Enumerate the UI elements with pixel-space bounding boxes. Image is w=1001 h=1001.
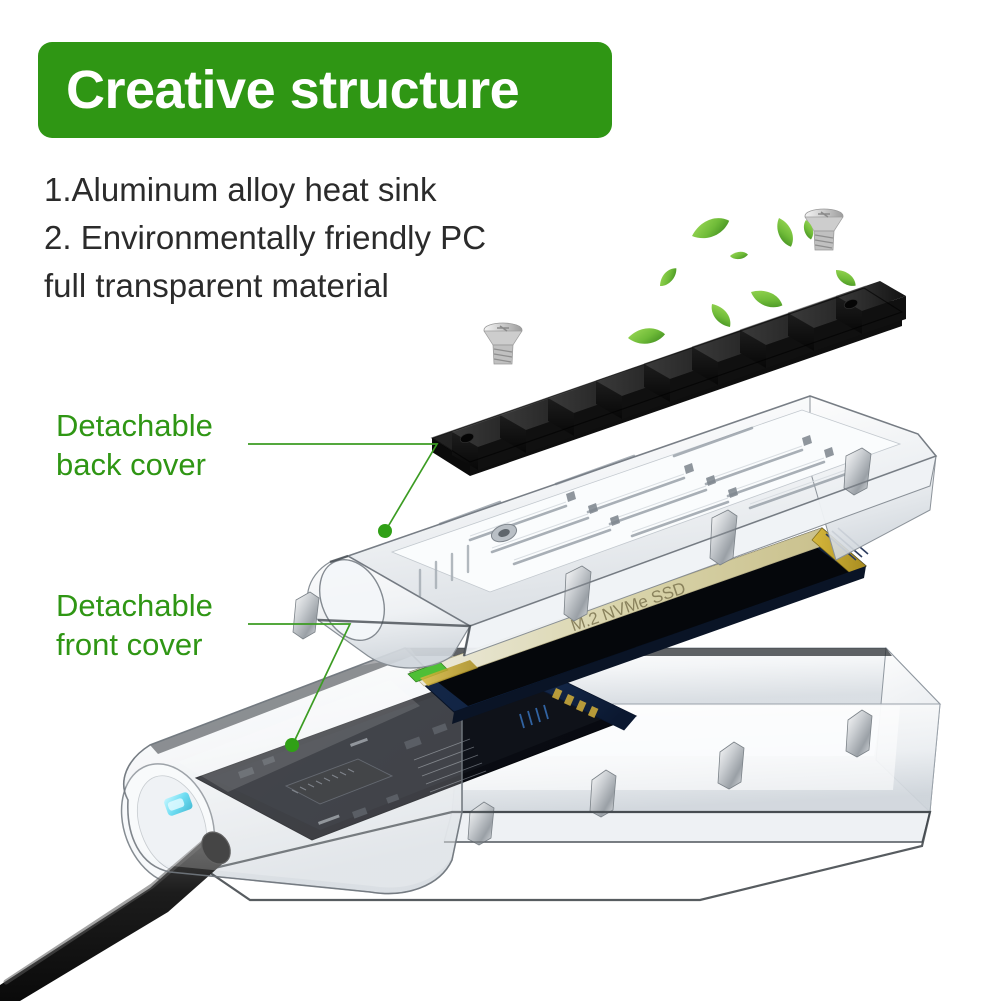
green-leaves xyxy=(628,218,856,344)
front-cover-glass xyxy=(125,648,462,888)
callout-front-cover-line1: Detachable xyxy=(56,588,213,623)
vent-slots xyxy=(438,426,848,566)
callout-endpoint-dots xyxy=(285,524,392,752)
front-cover-base-enclosure xyxy=(120,646,942,902)
feature-line-3: full transparent material xyxy=(44,267,389,304)
status-led xyxy=(164,792,193,816)
callout-back-cover: Detachable back cover xyxy=(56,406,213,484)
page-title: Creative structure xyxy=(66,60,520,120)
leader-line-back-cover xyxy=(248,443,439,531)
callout-front-cover-line2: front cover xyxy=(56,627,203,662)
callout-leader-lines xyxy=(248,443,439,745)
m2-nvme-ssd: M.2 NVMe SSD xyxy=(407,527,869,729)
callout-back-cover-line2: back cover xyxy=(56,447,206,482)
enclosure-clip-tabs xyxy=(467,709,873,846)
usb-cable xyxy=(0,831,231,1001)
screw-left xyxy=(483,322,523,365)
endpoint-dot-front-cover xyxy=(285,738,299,752)
back-cover-clips xyxy=(292,447,872,640)
feature-list: 1.Aluminum alloy heat sink 2. Environmen… xyxy=(44,166,604,310)
screw-right xyxy=(804,208,844,251)
endpoint-dot-back-cover xyxy=(378,524,392,538)
back-cover xyxy=(292,395,938,669)
feature-line-2: 2. Environmentally friendly PC xyxy=(44,219,487,256)
callout-front-cover: Detachable front cover xyxy=(56,586,213,664)
feature-line-1: 1.Aluminum alloy heat sink xyxy=(44,171,437,208)
leader-line-front-cover xyxy=(248,623,352,745)
ssd-label-text: M.2 NVMe SSD xyxy=(568,578,688,635)
title-banner: Creative structure xyxy=(38,42,612,138)
aluminum-alloy-heat-sink xyxy=(430,281,906,476)
callout-back-cover-line1: Detachable xyxy=(56,408,213,443)
controller-pcb xyxy=(164,659,638,841)
